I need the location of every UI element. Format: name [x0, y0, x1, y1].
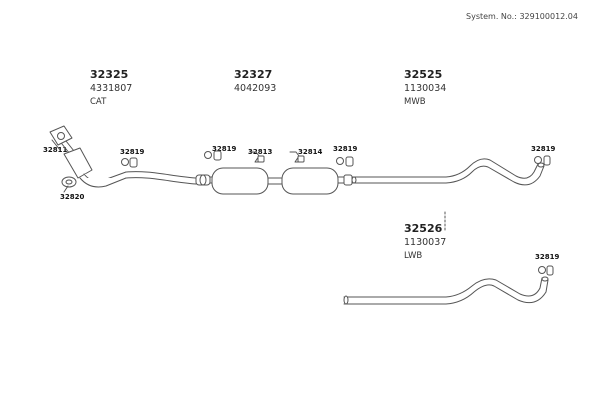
callout-32819-d: 32819: [531, 145, 556, 153]
oem-number-4042093: 4042093: [234, 83, 277, 94]
callout-32819-e: 32819: [535, 253, 560, 261]
system-number: System. No.: 329100012.04: [466, 12, 578, 21]
clamp-32819-c: [336, 156, 354, 167]
callout-32819-c: 32819: [333, 145, 358, 153]
hanger-32814: [289, 151, 305, 163]
part-number-32525: 32525: [404, 68, 443, 81]
oem-number-1130034: 1130034: [404, 83, 447, 94]
variant-lwb: LWB: [404, 251, 423, 261]
oem-number-1130037: 1130037: [404, 237, 447, 248]
tail-pipe-lwb: [343, 276, 549, 305]
variant-cat: CAT: [90, 97, 107, 107]
callout-32814: 32814: [298, 148, 323, 156]
catalytic-converter-front-pipe: [49, 125, 197, 188]
clamp-32819-b: [204, 150, 222, 161]
callout-32820: 32820: [60, 193, 85, 201]
callout-32819-b: 32819: [212, 145, 237, 153]
clamp-32819-e: [538, 265, 554, 276]
hanger-32813: [249, 151, 265, 163]
callout-32819-a: 32819: [120, 148, 145, 156]
callout-32813: 32813: [248, 148, 273, 156]
callout-32811: 32811: [43, 146, 68, 154]
part-number-32526: 32526: [404, 222, 443, 235]
clamp-32819-a: [121, 157, 138, 168]
tail-pipe-mwb: [351, 158, 545, 186]
part-number-32327: 32327: [234, 68, 273, 81]
oem-number-4331807: 4331807: [90, 83, 133, 94]
variant-mwb: MWB: [404, 97, 426, 107]
clamp-32819-d: [534, 155, 551, 166]
middle-silencer-pipe: [195, 167, 353, 195]
part-number-32325: 32325: [90, 68, 129, 81]
